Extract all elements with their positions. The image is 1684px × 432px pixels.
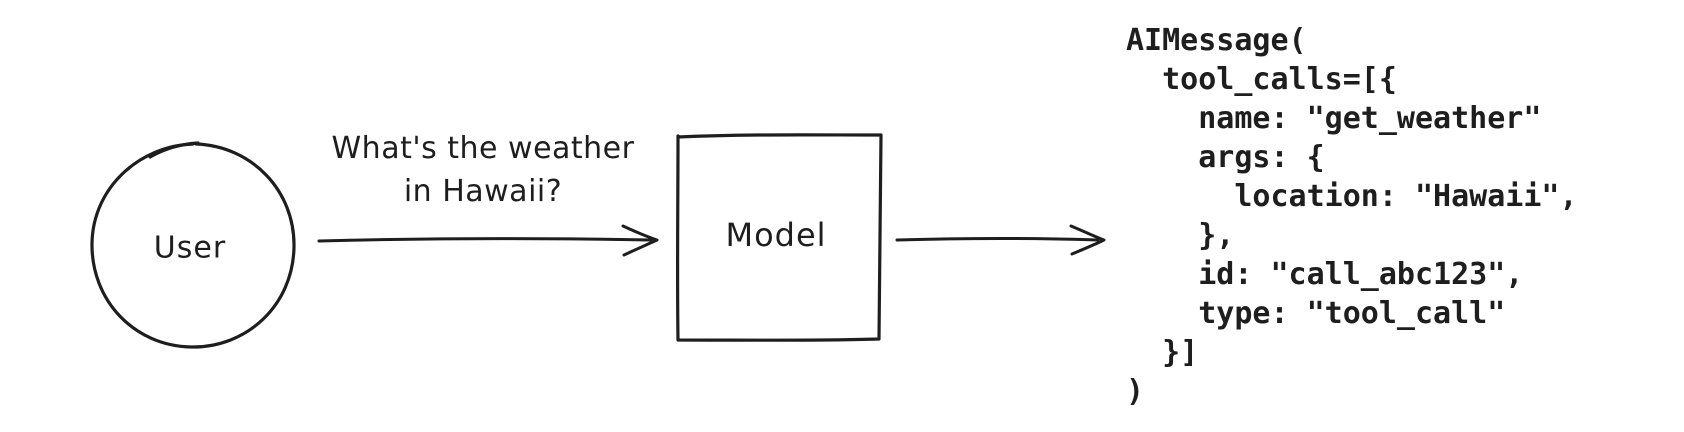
model-box (675, 133, 883, 342)
user-to-model-arrow-head (621, 224, 659, 257)
model-to-output-arrow-head (1069, 224, 1106, 256)
ai-message-code: AIMessage( tool_calls=[{ name: "get_weat… (1126, 23, 1578, 409)
request-message-label: What's the weather in Hawaii? (331, 131, 635, 209)
model-to-output-arrow-shaft (895, 237, 1100, 242)
user-circle-overlap-stroke (148, 141, 200, 159)
user-node-label: User (153, 230, 227, 266)
model-node-label: Model (725, 216, 827, 254)
user-circle (90, 142, 296, 349)
user-to-model-arrow-shaft (317, 237, 653, 243)
